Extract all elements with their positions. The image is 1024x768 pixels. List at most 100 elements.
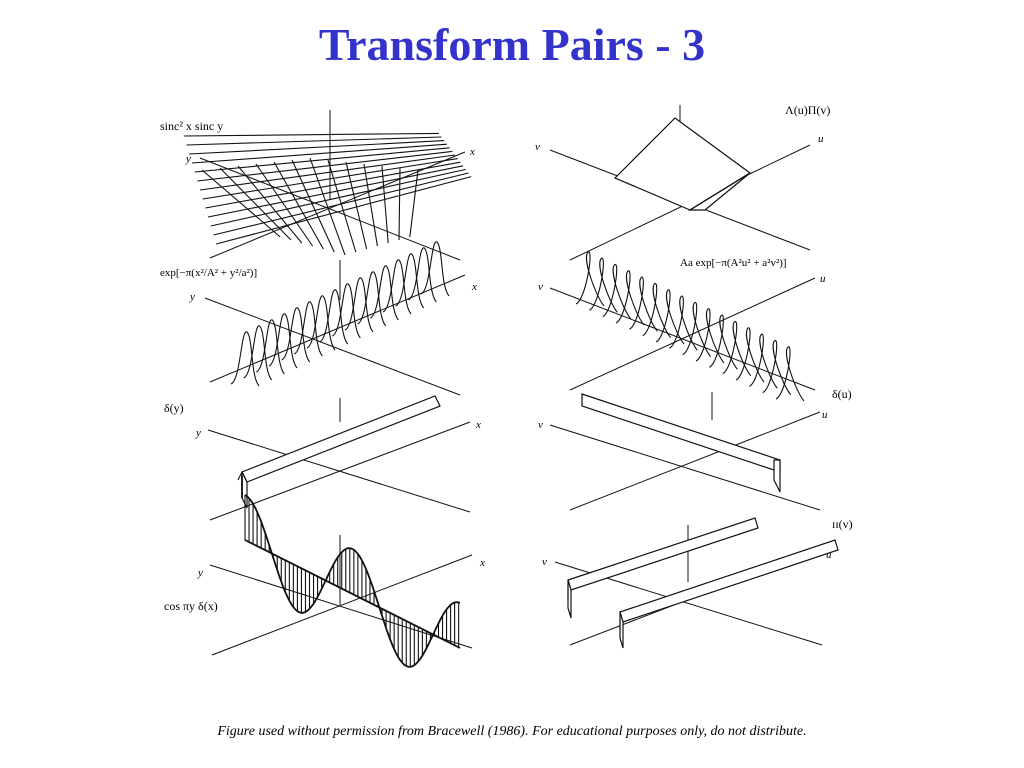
sinc-grid-line bbox=[197, 150, 453, 182]
gauss-ridge bbox=[775, 346, 805, 402]
panel-cos-x-axis bbox=[211, 554, 473, 656]
gauss-ridge bbox=[575, 251, 605, 307]
panel-deltau-label: δ(u) bbox=[832, 387, 852, 401]
panel-cos-axis-x: x bbox=[479, 557, 485, 569]
gauss-ridge bbox=[306, 295, 336, 351]
panel-sinc: sinc² x sinc y y x bbox=[160, 110, 475, 261]
gauss-ridge bbox=[762, 340, 792, 396]
gauss-ridge bbox=[628, 276, 658, 332]
gauss-ridge bbox=[668, 295, 698, 351]
panel-sinc-grid bbox=[183, 132, 472, 256]
sinc-grid-line bbox=[191, 143, 447, 164]
gauss-ridge bbox=[382, 259, 412, 315]
gauss-ridge bbox=[293, 301, 323, 357]
panel-gauss-axis-y: y bbox=[189, 291, 195, 303]
figure-caption: Figure used without permission from Brac… bbox=[217, 724, 807, 739]
gauss-ridge bbox=[748, 333, 778, 389]
panel-shah-axis-v: v bbox=[542, 556, 547, 568]
panel-cos-y-axis bbox=[209, 564, 473, 649]
gauss-ridge bbox=[331, 283, 361, 339]
gauss-ridge bbox=[682, 302, 712, 358]
sinc-grid-line bbox=[398, 167, 401, 241]
panel-cos: cos πy δ(x) y x bbox=[164, 494, 485, 668]
sinc-grid-line bbox=[186, 136, 442, 146]
panel-shah: ɪɪ(v) v u bbox=[542, 517, 853, 649]
gauss-ridge bbox=[319, 289, 349, 345]
gauss-ridge bbox=[708, 314, 738, 370]
sinc-grid-line bbox=[327, 159, 357, 253]
panel-deltay-axis-x: x bbox=[475, 419, 481, 431]
gauss-ridge bbox=[395, 253, 425, 309]
panel-shah-label: ɪɪ(v) bbox=[832, 517, 853, 531]
cos-curve bbox=[244, 494, 461, 668]
sinc-grid-line bbox=[201, 169, 281, 238]
sinc-grid-line bbox=[210, 168, 466, 227]
gauss-ridge bbox=[407, 247, 437, 303]
panel-sinc-axis-x: x bbox=[469, 146, 475, 158]
panel-gaussft-label: Aa exp[−π(A²u² + a²v²)] bbox=[680, 257, 787, 269]
gauss-ridge bbox=[735, 327, 765, 383]
gauss-ridge bbox=[642, 283, 672, 339]
gauss-ridge bbox=[420, 241, 450, 297]
panel-deltay: δ(y) y x bbox=[164, 395, 481, 521]
panel-deltau-v-axis bbox=[549, 424, 821, 511]
panel-deltay-blade-top bbox=[241, 395, 441, 483]
transform-pairs-figure: sinc² x sinc y y x Λ(u)Π(v) v u exp[−π(x… bbox=[150, 100, 870, 680]
gauss-ridge bbox=[255, 319, 285, 375]
panel-tri-axis-v: v bbox=[535, 141, 540, 153]
panel-deltay-axis-y: y bbox=[195, 427, 201, 439]
panel-gauss: exp[−π(x²/A² + y²/a²)] y x bbox=[160, 241, 477, 396]
gauss-ridge bbox=[243, 325, 273, 381]
sinc-grid-line bbox=[255, 163, 314, 247]
gauss-ridge bbox=[722, 321, 752, 377]
gauss-ridge bbox=[615, 270, 645, 326]
panel-gauss-ridges bbox=[230, 241, 450, 387]
sinc-grid-line bbox=[205, 161, 461, 209]
panel-gaussft: Aa exp[−π(A²u² + a²v²)] v u bbox=[538, 251, 826, 402]
panel-deltau-axis-v: v bbox=[538, 419, 543, 431]
sinc-grid-line bbox=[202, 158, 458, 200]
panel-gaussft-ridges bbox=[575, 251, 805, 402]
sinc-grid-line bbox=[199, 154, 456, 191]
cos-baseline bbox=[244, 539, 461, 649]
gauss-ridge bbox=[281, 307, 311, 363]
panel-sinc-y-axis bbox=[199, 157, 461, 261]
panel-deltau-axis-u: u bbox=[822, 409, 828, 421]
panel-gaussft-axis-u: u bbox=[820, 273, 826, 285]
sinc-grid-line bbox=[194, 147, 450, 173]
panel-tri-top-face bbox=[613, 117, 752, 211]
gauss-ridge bbox=[588, 257, 618, 313]
gauss-ridge bbox=[655, 289, 685, 345]
gauss-ridge bbox=[357, 271, 387, 327]
sinc-grid-line bbox=[345, 161, 368, 250]
gauss-ridge bbox=[230, 331, 260, 387]
sinc-grid-line bbox=[381, 165, 389, 244]
gauss-ridge bbox=[268, 313, 298, 369]
panel-gaussft-axis-v: v bbox=[538, 281, 543, 293]
sinc-grid-line bbox=[189, 140, 445, 155]
panel-deltau-blade-top bbox=[581, 393, 781, 473]
panel-cos-wave bbox=[244, 494, 461, 668]
gauss-ridge bbox=[369, 265, 399, 321]
panel-deltay-label: δ(y) bbox=[164, 401, 184, 415]
panel-tri-axis-u: u bbox=[818, 133, 824, 145]
panel-shah-axis-u: u bbox=[826, 549, 832, 561]
panel-cos-axis-y: y bbox=[197, 567, 203, 579]
gauss-ridge bbox=[695, 308, 725, 364]
sinc-grid-line bbox=[219, 167, 292, 241]
panel-deltau: δ(u) v u bbox=[538, 387, 852, 511]
panel-cos-label: cos πy δ(x) bbox=[164, 599, 218, 613]
panel-tri-label: Λ(u)Π(v) bbox=[785, 103, 830, 117]
sinc-grid-line bbox=[207, 165, 464, 218]
sinc-grid-line bbox=[309, 157, 346, 256]
gauss-ridge bbox=[602, 264, 632, 320]
panel-sinc-axis-y: y bbox=[185, 153, 191, 165]
sinc-grid-line bbox=[363, 163, 378, 247]
panel-tri: Λ(u)Π(v) v u bbox=[535, 103, 830, 261]
slide-title: Transform Pairs - 3 bbox=[318, 19, 706, 70]
panel-gauss-label: exp[−π(x²/A² + y²/a²)] bbox=[160, 267, 257, 279]
gauss-ridge bbox=[344, 277, 374, 333]
panel-gauss-axis-x: x bbox=[471, 281, 477, 293]
sinc-grid-line bbox=[291, 159, 335, 253]
panel-sinc-label: sinc² x sinc y bbox=[160, 119, 223, 133]
